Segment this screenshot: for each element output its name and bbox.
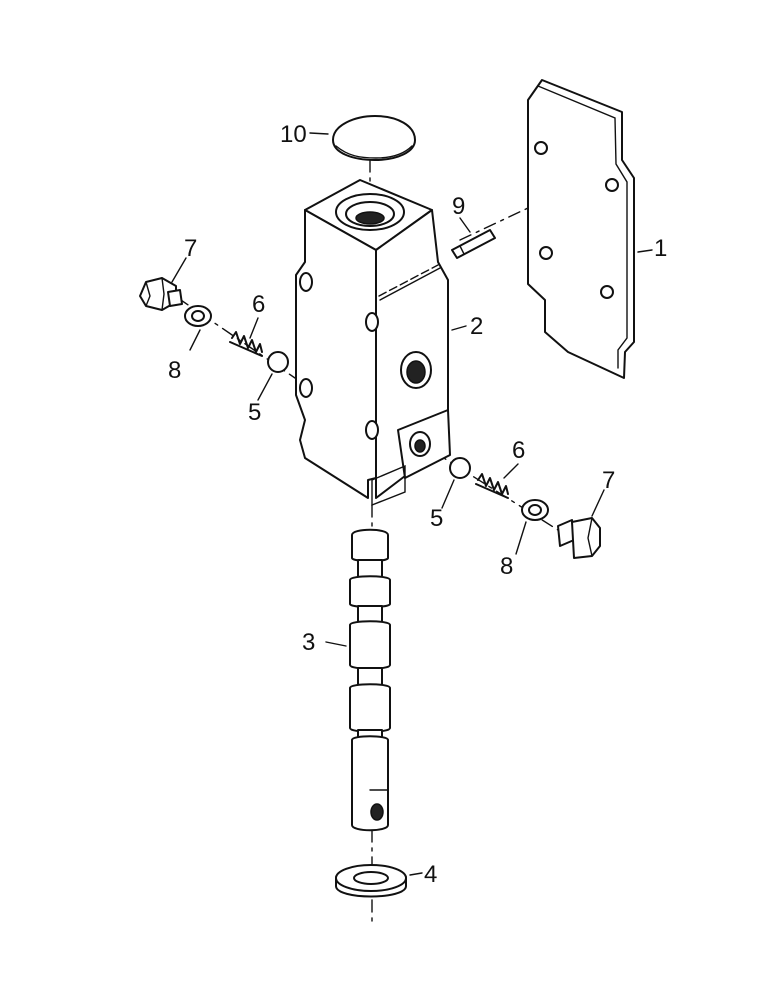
washer-bottom bbox=[335, 864, 407, 898]
pin bbox=[451, 229, 496, 259]
ball-left bbox=[267, 351, 289, 373]
callout-5-right: 5 bbox=[430, 505, 443, 532]
gasket-plate bbox=[527, 79, 635, 379]
callout-8-left: 8 bbox=[168, 357, 181, 384]
callout-6-right: 6 bbox=[512, 437, 525, 464]
callout-7-left: 7 bbox=[184, 235, 197, 262]
plug-right bbox=[557, 517, 601, 559]
leader-lines bbox=[171, 132, 653, 876]
callout-1: 1 bbox=[654, 235, 667, 262]
callout-4: 4 bbox=[424, 861, 437, 888]
washer-right bbox=[521, 499, 549, 521]
spring-right bbox=[475, 473, 509, 499]
callout-labels: 1 2 3 4 5 5 6 6 7 7 8 8 9 10 bbox=[168, 121, 667, 888]
callout-10: 10 bbox=[280, 121, 307, 148]
plug-left bbox=[139, 277, 183, 311]
washer-left bbox=[184, 305, 212, 327]
spring-left bbox=[229, 331, 263, 357]
callout-5-left: 5 bbox=[248, 399, 261, 426]
cap-plug bbox=[332, 115, 416, 161]
ball-right bbox=[449, 457, 471, 479]
callout-6-left: 6 bbox=[252, 291, 265, 318]
callout-8-right: 8 bbox=[500, 553, 513, 580]
spool bbox=[349, 528, 391, 832]
callout-3: 3 bbox=[302, 629, 315, 656]
callout-9: 9 bbox=[452, 193, 465, 220]
valve-body bbox=[295, 179, 451, 507]
callout-2: 2 bbox=[470, 313, 483, 340]
callout-7-right: 7 bbox=[602, 467, 615, 494]
